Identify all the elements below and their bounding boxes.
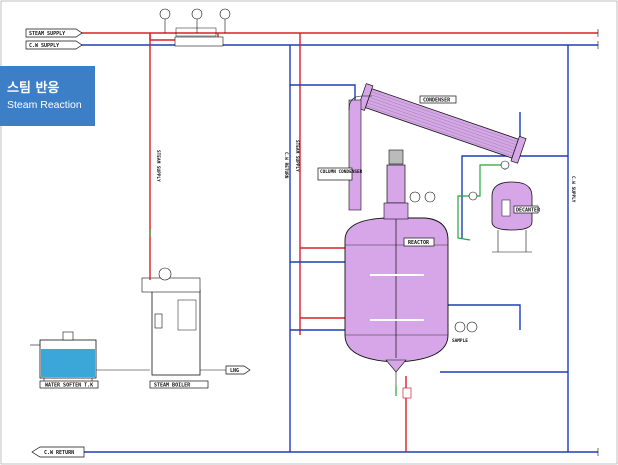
steam-boiler-label: STEAM BOILER (154, 383, 191, 389)
steam-supply-label: STEAM SUPPLY (29, 31, 65, 37)
title-korean: 스팀 반응 (7, 81, 60, 96)
lng-tag (225, 365, 251, 375)
cw-return-tag (31, 446, 85, 458)
steam-supply-tag (25, 28, 83, 38)
cw-return-vertical-label: C.W RETURN (283, 152, 289, 179)
cw-supply-tag (25, 40, 83, 50)
sample-label: SAMPLE (452, 338, 468, 344)
condenser-label: CONDENSER (423, 98, 451, 104)
lng-label: LNG (230, 368, 239, 374)
cw-supply-label: C.W SUPPLY (29, 43, 59, 49)
column-condenser-tag (317, 167, 353, 181)
water-fill (41, 349, 95, 377)
title-english: Steam Reaction (7, 99, 82, 111)
steam-supply-vertical-label-2: STEAM SUPPLY (294, 140, 300, 172)
reactor-label: REACTOR (408, 240, 430, 246)
vapour-column (348, 99, 362, 211)
water-softener-label: WATER SOFTEN T.K (45, 383, 93, 389)
cw-return-label: C.W RETURN (44, 450, 74, 456)
agitator-motor (386, 164, 406, 204)
decanter-vessel (491, 181, 533, 231)
decanter-label: DECANTER (516, 208, 541, 214)
title-badge: 스팀 반응 Steam Reaction (0, 66, 95, 126)
steam-supply-vertical-label: STEAM SUPPLY (155, 150, 161, 182)
cw-supply-vertical-label: C.W SUPPLY (570, 176, 576, 203)
column-condenser-label: COLUMN CONDENSER (320, 169, 363, 175)
condenser-unit (357, 83, 527, 164)
